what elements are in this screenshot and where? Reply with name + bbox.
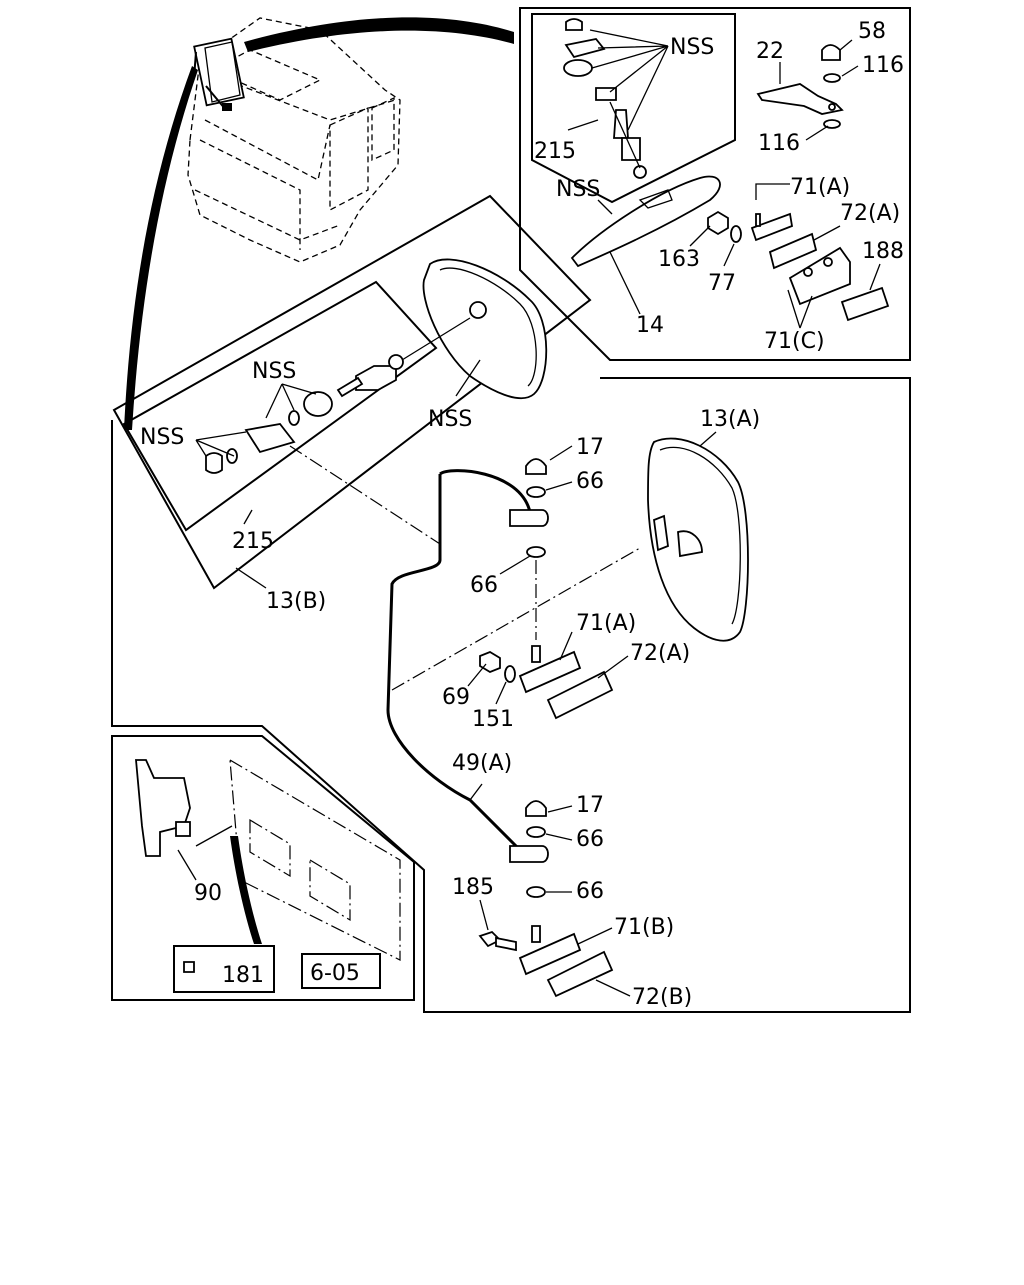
label-72b: 72(B) [632, 985, 692, 1010]
label-17: 17 [576, 793, 604, 818]
leader-curve-left [124, 66, 198, 430]
lower-right-mount-panel [111, 377, 911, 1013]
label-69: 69 [442, 685, 470, 710]
callout-labels: NSS 58 22 116 116 215 71(A) NSS 72(A) 18… [140, 19, 904, 1010]
label-116: 116 [862, 53, 904, 78]
label-215: 215 [534, 139, 576, 164]
bottom-left-bracket-panel [111, 735, 415, 1001]
top-right-detail-panel [519, 7, 911, 361]
label-71a: 71(A) [576, 611, 636, 636]
label-13a: 13(A) [700, 407, 760, 432]
truck-cab-illustration [187, 17, 401, 263]
label-77: 77 [708, 271, 736, 296]
callout-leaders [177, 39, 881, 997]
label-71a: 71(A) [790, 175, 850, 200]
label-66: 66 [470, 573, 498, 598]
label-72a: 72(A) [840, 201, 900, 226]
label-6-05: 6-05 [310, 961, 360, 986]
label-188: 188 [862, 239, 904, 264]
label-215: 215 [232, 529, 274, 554]
label-14: 14 [636, 313, 664, 338]
label-185: 185 [452, 875, 494, 900]
label-151: 151 [472, 707, 514, 732]
label-72a: 72(A) [630, 641, 690, 666]
label-66: 66 [576, 827, 604, 852]
label-nss: NSS [252, 359, 296, 384]
label-49a: 49(A) [452, 751, 512, 776]
label-nss: NSS [428, 407, 472, 432]
label-nss: NSS [670, 35, 714, 60]
label-22: 22 [756, 39, 784, 64]
label-66: 66 [576, 879, 604, 904]
label-181: 181 [222, 963, 264, 988]
leader-curve-top [244, 17, 514, 52]
mirror-assembly-13b-panel [112, 194, 592, 590]
label-116: 116 [758, 131, 800, 156]
label-nss: NSS [556, 177, 600, 202]
label-66: 66 [576, 469, 604, 494]
label-17: 17 [576, 435, 604, 460]
label-71c: 71(C) [764, 329, 825, 354]
label-163: 163 [658, 247, 700, 272]
label-71b: 71(B) [614, 915, 674, 940]
label-58: 58 [858, 19, 886, 44]
label-nss: NSS [140, 425, 184, 450]
label-13b: 13(B) [266, 589, 326, 614]
label-90: 90 [194, 881, 222, 906]
